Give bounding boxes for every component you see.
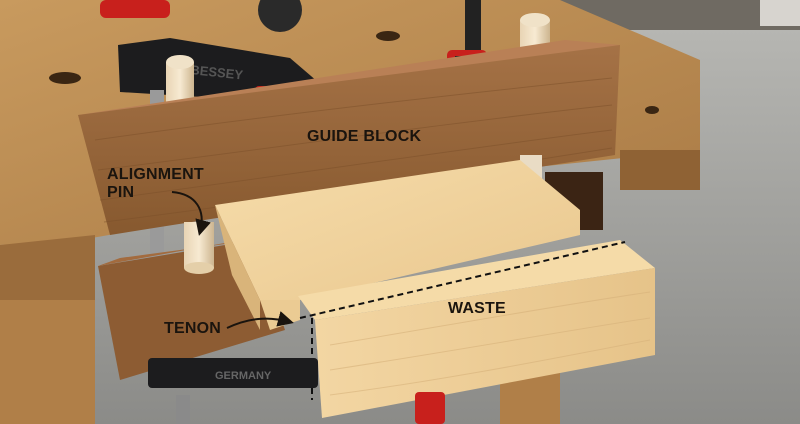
workbench-apron: [0, 235, 95, 315]
workpiece-side: [215, 205, 260, 330]
alignment-pin-label: ALIGNMENT PIN: [107, 166, 204, 202]
guide-block-label: GUIDE BLOCK: [307, 128, 422, 145]
clamp-handle: [415, 392, 445, 424]
clamp-bar: [176, 395, 190, 424]
svg-text:GERMANY: GERMANY: [215, 370, 272, 382]
bench-dog-hole: [49, 72, 81, 84]
cut-line: [299, 241, 626, 319]
clamp-handle: [100, 0, 170, 18]
waste-label: WASTE: [448, 300, 506, 317]
alignment-pin-label-line1: ALIGNMENT: [107, 166, 204, 183]
tenon-arrow: [226, 311, 294, 329]
waste-grain: [329, 291, 651, 396]
alignment-pin-arrow: [171, 191, 211, 236]
clamp-bar: [465, 0, 481, 60]
waste-front: [315, 268, 655, 418]
workbench-leg: [0, 300, 95, 424]
alignment-pin-label-line2: PIN: [107, 184, 135, 201]
guide-block-grain: [94, 77, 613, 223]
clamp-brand-text: BESSEY: [190, 62, 244, 82]
guide-block: [78, 45, 620, 235]
waste-top: [298, 240, 655, 320]
bar-clamp-lower: [148, 358, 318, 388]
bench-dog-hole: [376, 31, 400, 41]
tenon-label: TENON: [164, 320, 221, 337]
alignment-pin: [184, 222, 214, 268]
workpiece-top: [215, 160, 580, 300]
bench-dog-hole: [645, 106, 659, 114]
